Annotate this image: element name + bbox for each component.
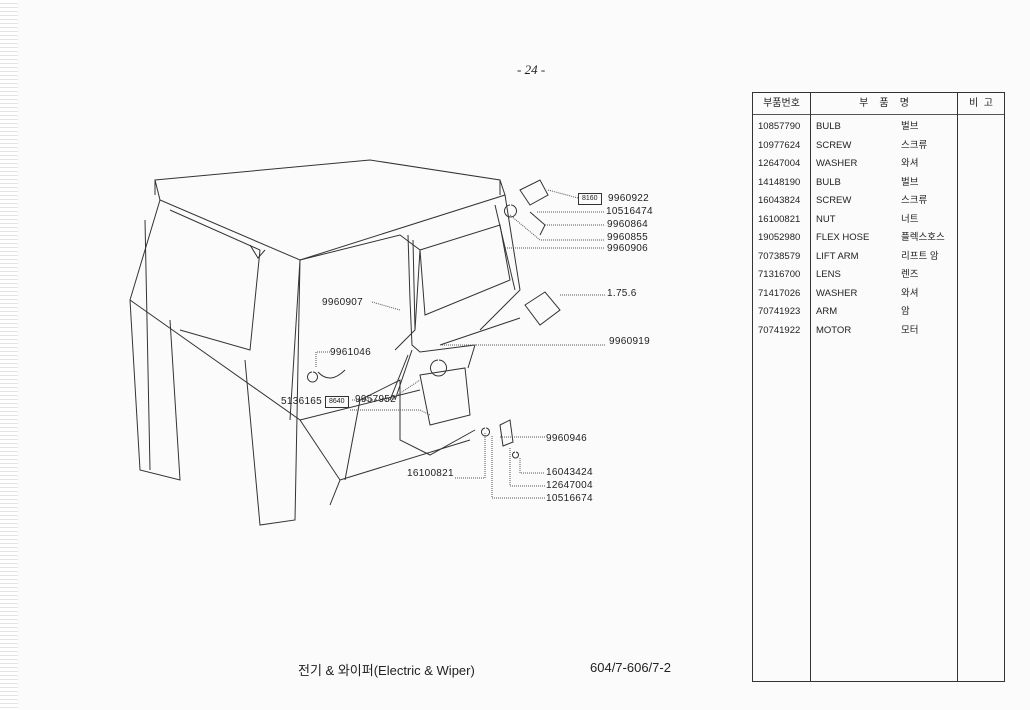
cell-no: 16043824 bbox=[758, 195, 801, 206]
header-remarks: 비 고 bbox=[958, 93, 1004, 115]
part-label: 9960922 bbox=[608, 193, 650, 204]
cell-no: 70741922 bbox=[758, 324, 801, 336]
table-row: 12647004 WASHER 와셔 bbox=[753, 155, 958, 173]
cell-ko: 스크류 bbox=[901, 195, 928, 206]
part-label: 12647004 bbox=[546, 480, 593, 491]
cell-no: 19052980 bbox=[758, 232, 801, 243]
cell-ko: 모터 bbox=[901, 324, 919, 336]
cell-ko: 너트 bbox=[901, 213, 919, 225]
table-row: 70741923 ARM 암 bbox=[753, 303, 958, 321]
table-row: 10857790 BULB 벌브 bbox=[753, 118, 958, 136]
cell-ko: 와셔 bbox=[901, 287, 919, 299]
part-label: 9960864 bbox=[607, 219, 649, 230]
page-number: - 24 - bbox=[517, 62, 546, 77]
cell-en: MOTOR bbox=[816, 324, 852, 336]
header-part-name: 부 품 명 bbox=[811, 93, 957, 115]
cell-en: SCREW bbox=[816, 139, 852, 151]
scan-edge bbox=[0, 0, 18, 710]
part-label: 9960855 bbox=[607, 232, 649, 243]
table-row: 71417026 WASHER 와셔 bbox=[753, 285, 958, 303]
cell-ko: 벌브 bbox=[901, 176, 919, 188]
cell-no: 12647004 bbox=[758, 158, 801, 169]
table-row: 70741922 MOTOR 모터 bbox=[753, 322, 958, 340]
part-label: 9961046 bbox=[330, 347, 372, 358]
table-row: 71316700 LENS 렌즈 bbox=[753, 266, 958, 284]
part-label: 9960946 bbox=[546, 433, 588, 444]
cell-ko: 와셔 bbox=[901, 158, 919, 169]
table-row: 70738579 LIFT ARM 리프트 암 bbox=[753, 248, 958, 266]
cell-no: 10857790 bbox=[758, 121, 801, 132]
cell-en: BULB bbox=[816, 121, 841, 132]
label-box-8640: 8640 bbox=[325, 396, 349, 408]
cell-en: BULB bbox=[816, 176, 841, 188]
page-caption: 전기 & 와이퍼(Electric & Wiper) bbox=[298, 663, 475, 678]
label-box-8160: 8160 bbox=[578, 193, 602, 205]
cell-ko: 플렉스호스 bbox=[901, 232, 945, 243]
header-part-no: 부품번호 bbox=[753, 93, 810, 115]
table-row: 19052980 FLEX HOSE 플렉스호스 bbox=[753, 229, 958, 247]
table-row: 16100821 NUT 너트 bbox=[753, 211, 958, 229]
part-label: 1.75.6 bbox=[607, 288, 637, 299]
cell-en: LIFT ARM bbox=[816, 250, 859, 262]
part-label: 9957952 bbox=[355, 394, 397, 405]
table-row: 14148190 BULB 벌브 bbox=[753, 174, 958, 192]
table-row: 10977624 SCREW 스크류 bbox=[753, 137, 958, 155]
cell-en: NUT bbox=[816, 213, 836, 225]
cell-ko: 리프트 암 bbox=[901, 250, 939, 262]
cell-no: 10977624 bbox=[758, 139, 801, 151]
part-label: 10516474 bbox=[606, 206, 653, 217]
table-row: 16043824 SCREW 스크류 bbox=[753, 192, 958, 210]
cell-ko: 렌즈 bbox=[901, 269, 919, 280]
part-label: 5136165 bbox=[281, 396, 323, 407]
model-number: 604/7-606/7-2 bbox=[590, 660, 671, 675]
part-label: 16100821 bbox=[407, 468, 454, 479]
cell-no: 70738579 bbox=[758, 250, 801, 262]
cell-ko: 암 bbox=[901, 306, 910, 317]
cell-no: 14148190 bbox=[758, 176, 801, 188]
part-label: 9960907 bbox=[322, 297, 364, 308]
part-label: 9960919 bbox=[609, 336, 651, 347]
cell-en: SCREW bbox=[816, 195, 852, 206]
cell-en: WASHER bbox=[816, 158, 858, 169]
cell-no: 16100821 bbox=[758, 213, 801, 225]
part-label: 10516674 bbox=[546, 493, 593, 504]
part-label: 9960906 bbox=[607, 243, 649, 254]
cell-en: ARM bbox=[816, 306, 838, 317]
cell-en: LENS bbox=[816, 269, 841, 280]
part-label: 16043424 bbox=[546, 467, 593, 478]
cell-ko: 스크류 bbox=[901, 139, 928, 151]
cell-en: WASHER bbox=[816, 287, 858, 299]
cell-no: 71316700 bbox=[758, 269, 801, 280]
cell-ko: 벌브 bbox=[901, 121, 919, 132]
cell-en: FLEX HOSE bbox=[816, 232, 870, 243]
cell-no: 70741923 bbox=[758, 306, 801, 317]
cell-no: 71417026 bbox=[758, 287, 801, 299]
